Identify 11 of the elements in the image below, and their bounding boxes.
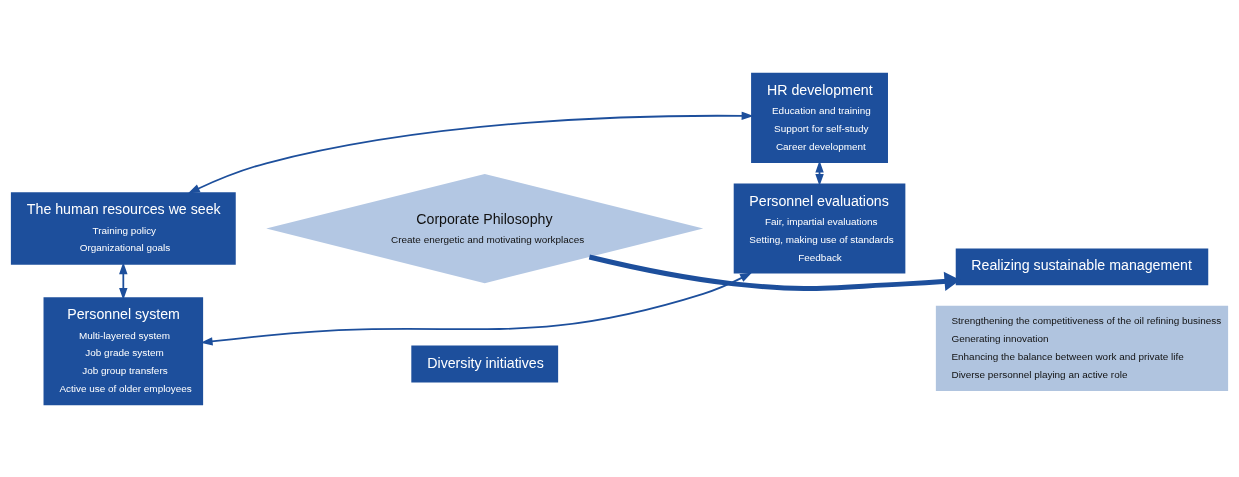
arrow	[187, 111, 754, 193]
node-diamond: Corporate Philosophy Create energetic and motivating workplaces	[266, 173, 704, 283]
node-box: Personnel system Multi-layered system Job grade system Job group transfers Active use of older employees	[43, 296, 204, 405]
arrow	[200, 271, 753, 346]
node-box: HR development Education and training Support for self-study Career development	[751, 72, 888, 163]
node-box: Realizing sustainable management	[955, 247, 1209, 285]
arrow	[119, 261, 128, 300]
node-box: Strengthening the competitiveness of the oil refining business Generating innovation Enhancing the balance between work and private life Diverse personnel playing an active role	[935, 305, 1229, 391]
node-box: The human resources we seek Training policy Organizational goals	[10, 191, 236, 265]
node-box: Personnel evaluations Fair, impartial evaluations Setting, making use of standards Feedback	[733, 183, 906, 274]
node-box: Diversity initiatives	[411, 345, 559, 382]
